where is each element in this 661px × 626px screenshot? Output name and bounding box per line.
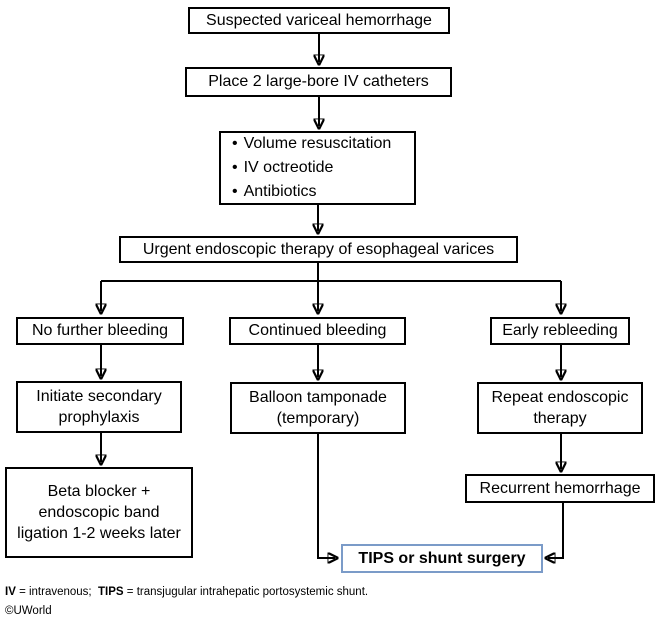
node-repeat-endoscopic-therapy: Repeat endoscopic therapy bbox=[477, 382, 643, 434]
arrow-balloon-to-tips bbox=[317, 434, 335, 558]
node-beta-blocker-band-ligation: Beta blocker + endoscopic band ligation … bbox=[5, 467, 193, 558]
node-early-rebleeding: Early rebleeding bbox=[490, 317, 630, 345]
footnote-abbr-iv: IV bbox=[5, 586, 16, 598]
list-item-label: Antibiotics bbox=[243, 183, 317, 200]
list-item-label: IV octreotide bbox=[243, 159, 334, 176]
node-balloon-tamponade: Balloon tamponade (temporary) bbox=[230, 382, 406, 434]
bullet-icon: • bbox=[232, 135, 238, 152]
list-item: • Antibiotics bbox=[232, 180, 317, 204]
node-tips-or-shunt-surgery: TIPS or shunt surgery bbox=[341, 544, 543, 573]
node-no-further-bleeding: No further bleeding bbox=[16, 317, 184, 345]
node-resuscitation-measures: • Volume resuscitation • IV octreotide • An… bbox=[219, 131, 416, 205]
node-secondary-prophylaxis: Initiate secondary prophylaxis bbox=[16, 381, 182, 433]
footnote-def-iv: = intravenous; bbox=[15, 586, 99, 598]
arrow-recurrent-to-tips bbox=[548, 503, 564, 558]
node-suspected-variceal-hemorrhage: Suspected variceal hemorrhage bbox=[188, 7, 450, 34]
list-item-label: Volume resuscitation bbox=[243, 135, 392, 152]
copyright-uworld: ©UWorld bbox=[5, 605, 52, 617]
list-item: • IV octreotide bbox=[232, 156, 333, 180]
list-item: • Volume resuscitation bbox=[232, 132, 391, 156]
node-continued-bleeding: Continued bleeding bbox=[229, 317, 406, 345]
node-urgent-endoscopic-therapy: Urgent endoscopic therapy of esophageal … bbox=[119, 236, 518, 263]
bullet-icon: • bbox=[232, 183, 238, 200]
footnote-def-tips: = transjugular intrahepatic portosystemi… bbox=[123, 586, 369, 598]
node-place-iv-catheters: Place 2 large-bore IV catheters bbox=[185, 67, 452, 97]
abbreviation-footnote: IV = intravenous; TIPS = transjugular in… bbox=[5, 586, 368, 598]
bullet-icon: • bbox=[232, 159, 238, 176]
node-recurrent-hemorrhage: Recurrent hemorrhage bbox=[465, 474, 655, 503]
footnote-abbr-tips: TIPS bbox=[98, 586, 124, 598]
